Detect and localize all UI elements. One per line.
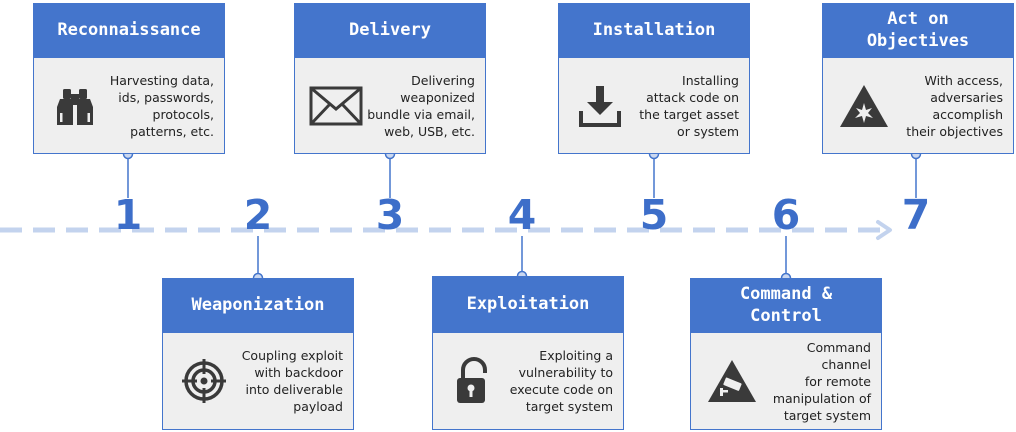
stage-card-command-and-control: Command & Control Command channel for re…	[690, 278, 882, 430]
download-icon	[571, 77, 629, 135]
stage-card-act-on-objectives: Act on Objectives With access, adversari…	[822, 3, 1014, 154]
stage-title: Reconnaissance	[33, 3, 225, 57]
stage-body: Delivering weaponized bundle via email, …	[294, 57, 486, 154]
stage-body: Coupling exploit with backdoor into deli…	[162, 332, 354, 430]
stage-body: Exploiting a vulnerability to execute co…	[432, 332, 624, 430]
stage-body: Installing attack code on the target ass…	[558, 57, 750, 154]
stage-title: Command & Control	[690, 278, 882, 332]
stage-description: Installing attack code on the target ass…	[639, 72, 739, 139]
explosion-warning-icon	[835, 77, 893, 135]
stage-number-3: 3	[375, 191, 405, 239]
stage-body: Harvesting data, ids, passwords, protoco…	[33, 57, 225, 154]
stage-title: Installation	[558, 3, 750, 57]
stage-description: With access, adversaries accomplish thei…	[906, 72, 1003, 139]
stage-card-delivery: Delivery Delivering weaponized bundle vi…	[294, 3, 486, 154]
stage-body: With access, adversaries accomplish thei…	[822, 57, 1014, 154]
binoculars-icon	[46, 77, 104, 135]
stage-title: Act on Objectives	[822, 3, 1014, 57]
envelope-icon	[307, 77, 365, 135]
stage-card-reconnaissance: Reconnaissance Harvesting data, ids, pas…	[33, 3, 225, 154]
unlocked-padlock-icon	[445, 352, 503, 410]
surveillance-camera-icon	[703, 352, 761, 410]
stage-title: Delivery	[294, 3, 486, 57]
stage-card-installation: Installation Installing attack code on t…	[558, 3, 750, 154]
stage-number-1: 1	[113, 191, 143, 239]
stage-card-weaponization: Weaponization Coupling exploit with back…	[162, 278, 354, 430]
stage-title: Weaponization	[162, 278, 354, 332]
stage-description: Command channel for remote manipulation …	[772, 339, 871, 423]
stage-title: Exploitation	[432, 276, 624, 332]
stage-description: Harvesting data, ids, passwords, protoco…	[109, 72, 214, 139]
stage-card-exploitation: Exploitation Exploiting a vulnerability …	[432, 276, 624, 430]
crosshair-icon	[175, 352, 233, 410]
stage-body: Command channel for remote manipulation …	[690, 332, 882, 430]
stage-number-5: 5	[639, 191, 669, 239]
stage-description: Exploiting a vulnerability to execute co…	[509, 348, 613, 414]
stage-number-7: 7	[901, 191, 931, 239]
stage-number-6: 6	[771, 191, 801, 239]
timeline-arrowhead	[876, 220, 892, 240]
stage-number-2: 2	[243, 191, 273, 239]
stage-number-4: 4	[507, 191, 537, 239]
stage-description: Delivering weaponized bundle via email, …	[367, 72, 475, 139]
stage-description: Coupling exploit with backdoor into deli…	[241, 348, 343, 414]
